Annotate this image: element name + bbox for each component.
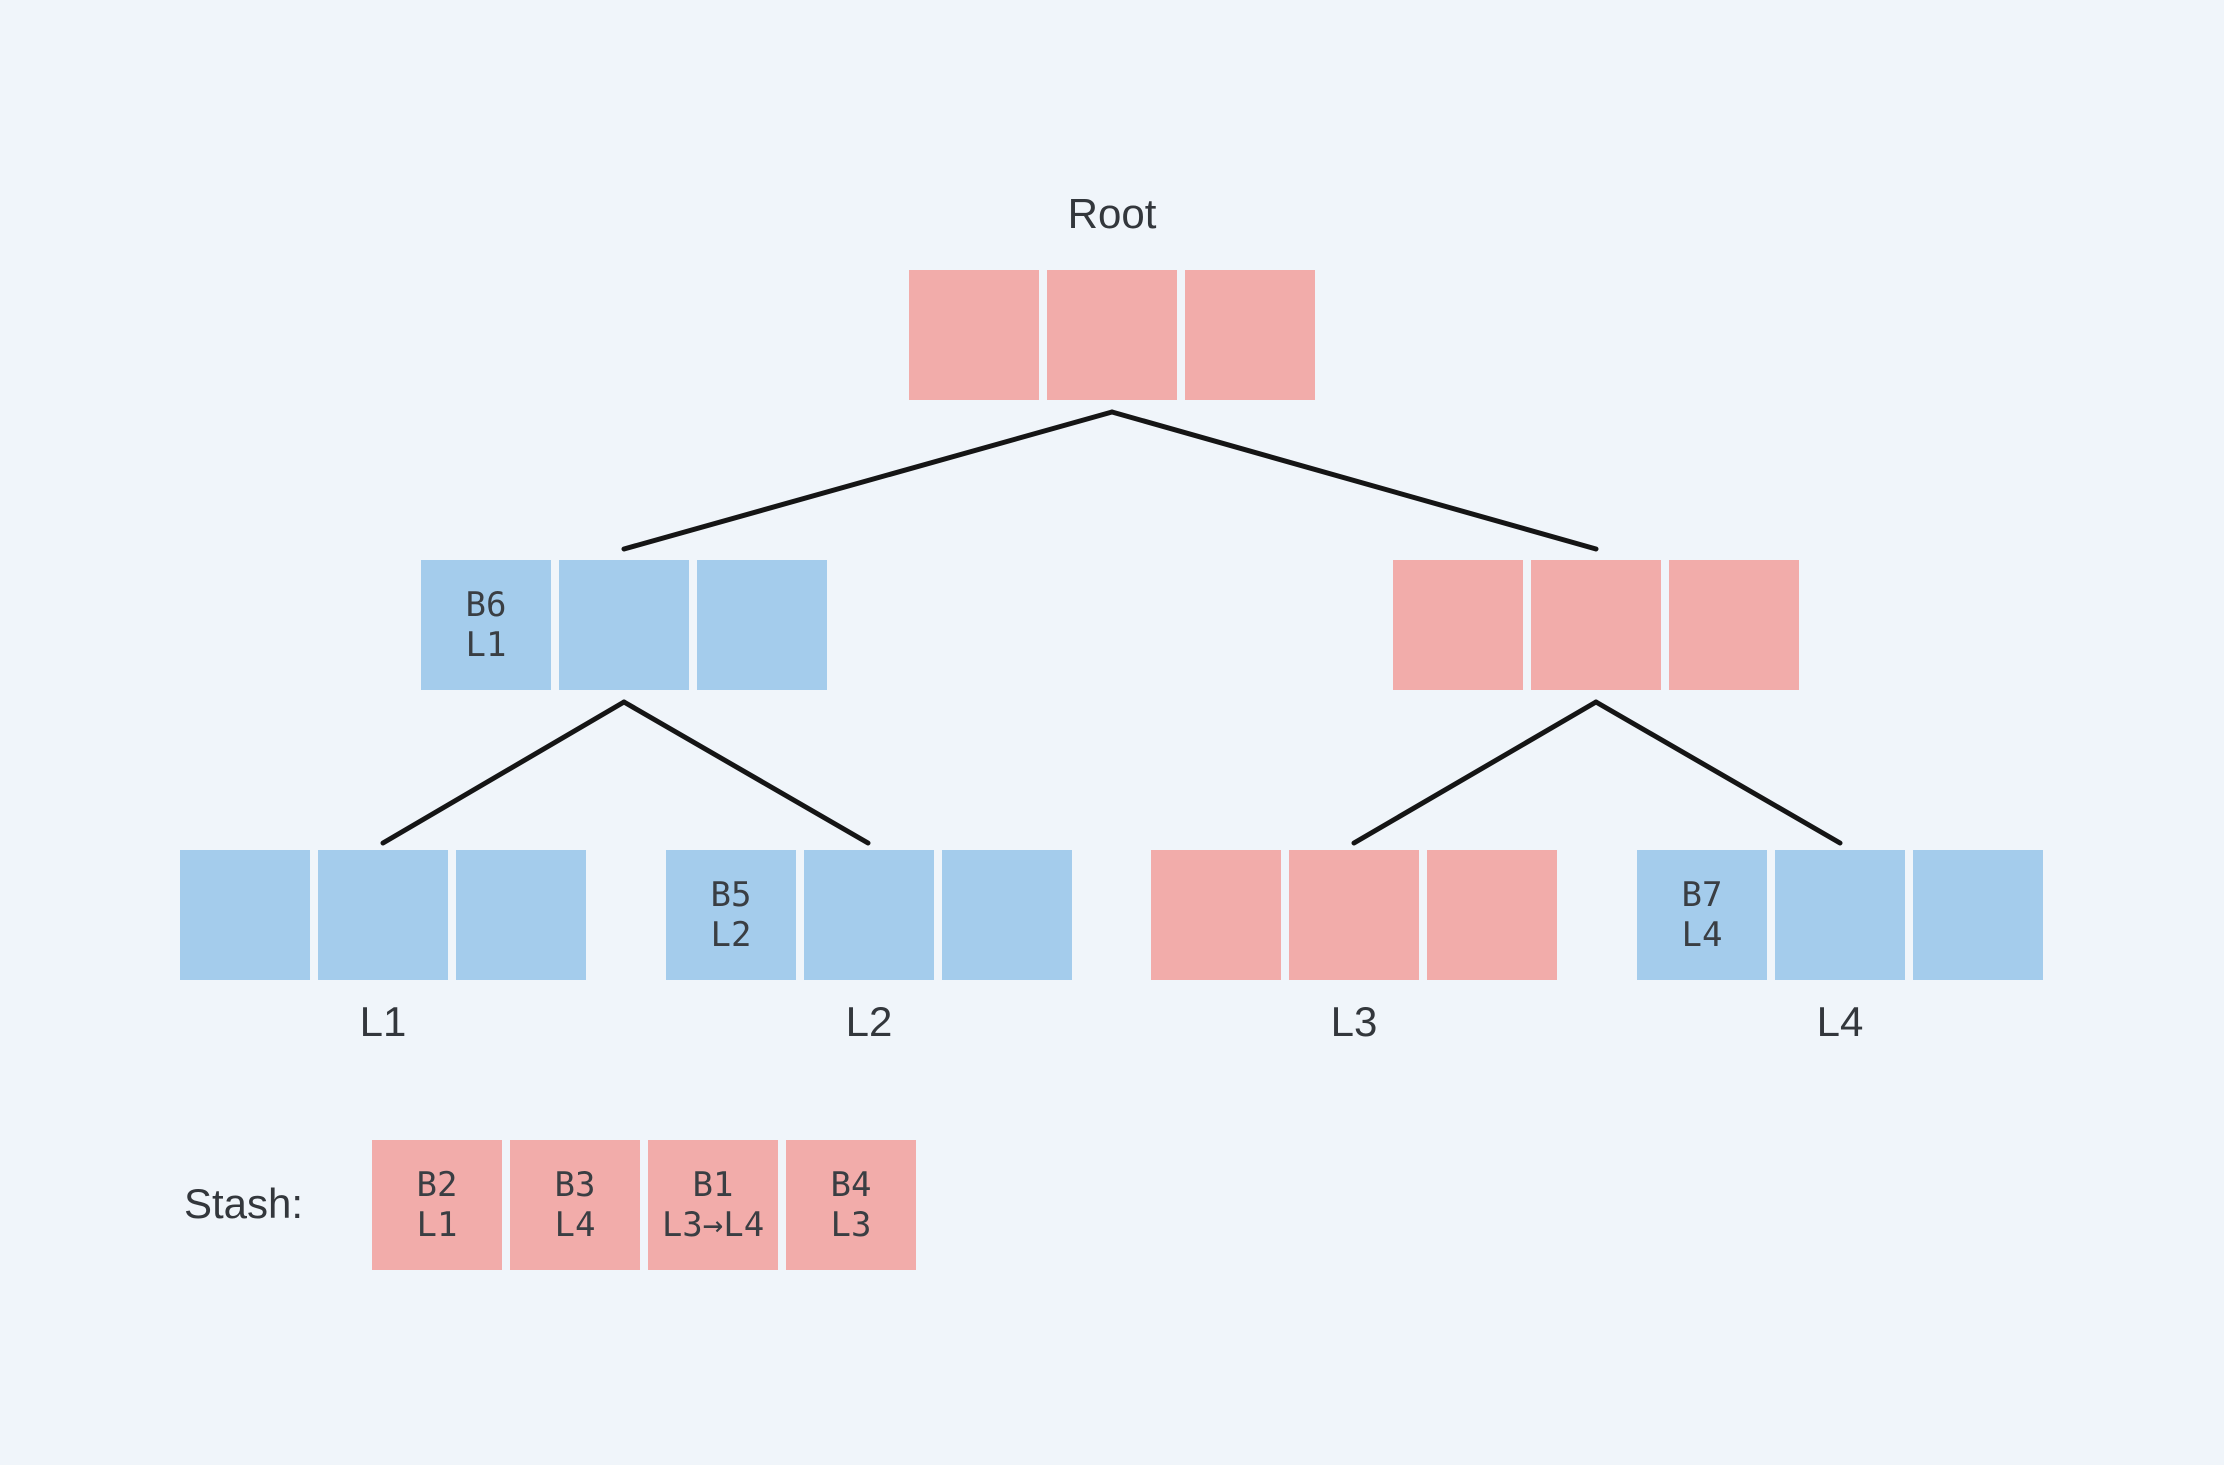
block-entry-level: L4 xyxy=(1681,915,1723,955)
block-entry-id: B6 xyxy=(465,585,507,625)
edge-internal-left-l1 xyxy=(380,699,627,846)
l4-slot-3 xyxy=(1913,850,2043,980)
l4-slot-1: B7 L4 xyxy=(1637,850,1767,980)
block-entry-level: L3 xyxy=(830,1205,872,1245)
node-root xyxy=(909,270,1315,400)
block-entry-id: B2 xyxy=(416,1165,458,1205)
block-entry-id: B3 xyxy=(554,1165,596,1205)
internal-right-slot-1 xyxy=(1393,560,1523,690)
block-entry-id: B1 xyxy=(692,1165,734,1205)
l1-slot-3 xyxy=(456,850,586,980)
block-entry-level: L1 xyxy=(416,1205,458,1245)
node-leaf-l2: B5 L2 xyxy=(666,850,1072,980)
node-leaf-l1 xyxy=(180,850,586,980)
stash-block-b4: B4 L3 xyxy=(786,1140,916,1270)
l3-slot-2 xyxy=(1289,850,1419,980)
internal-left-slot-3 xyxy=(697,560,827,690)
node-leaf-l4: B7 L4 xyxy=(1637,850,2043,980)
edge-root-internal-left xyxy=(621,409,1115,552)
block-entry-level: L4 xyxy=(554,1205,596,1245)
root-slot-1 xyxy=(909,270,1039,400)
stash-row: B2 L1 B3 L4 B1 L3→L4 B4 L3 xyxy=(372,1140,916,1270)
stash-label: Stash: xyxy=(184,1180,304,1227)
stash-block-b3: B3 L4 xyxy=(510,1140,640,1270)
block-entry-id: B5 xyxy=(710,875,752,915)
block-entry-level: L3→L4 xyxy=(661,1205,765,1245)
internal-right-slot-2 xyxy=(1531,560,1661,690)
block-entry-id: B7 xyxy=(1681,875,1723,915)
node-leaf-l3 xyxy=(1151,850,1557,980)
l2-slot-3 xyxy=(942,850,1072,980)
stash-block-b2: B2 L1 xyxy=(372,1140,502,1270)
l3-slot-1 xyxy=(1151,850,1281,980)
leaf-l3-label: L3 xyxy=(1330,998,1378,1045)
edge-internal-right-l3 xyxy=(1351,699,1599,846)
block-entry-id: B4 xyxy=(830,1165,872,1205)
l1-slot-1 xyxy=(180,850,310,980)
leaf-l1-label: L1 xyxy=(359,998,407,1045)
internal-left-slot-1: B6 L1 xyxy=(421,560,551,690)
node-internal-left: B6 L1 xyxy=(421,560,827,690)
edge-internal-left-l2 xyxy=(621,699,871,846)
l2-slot-2 xyxy=(804,850,934,980)
internal-right-slot-3 xyxy=(1669,560,1799,690)
edge-root-internal-right xyxy=(1109,409,1599,552)
leaf-l2-label: L2 xyxy=(845,998,893,1045)
root-label: Root xyxy=(1067,190,1157,237)
block-entry-level: L2 xyxy=(710,915,752,955)
stash-block-b1: B1 L3→L4 xyxy=(648,1140,778,1270)
node-internal-right xyxy=(1393,560,1799,690)
internal-left-slot-2 xyxy=(559,560,689,690)
root-slot-3 xyxy=(1185,270,1315,400)
root-slot-2 xyxy=(1047,270,1177,400)
l3-slot-3 xyxy=(1427,850,1557,980)
l2-slot-1: B5 L2 xyxy=(666,850,796,980)
l4-slot-2 xyxy=(1775,850,1905,980)
l1-slot-2 xyxy=(318,850,448,980)
leaf-l4-label: L4 xyxy=(1816,998,1864,1045)
edge-internal-right-l4 xyxy=(1593,699,1843,846)
block-entry-level: L1 xyxy=(465,625,507,665)
